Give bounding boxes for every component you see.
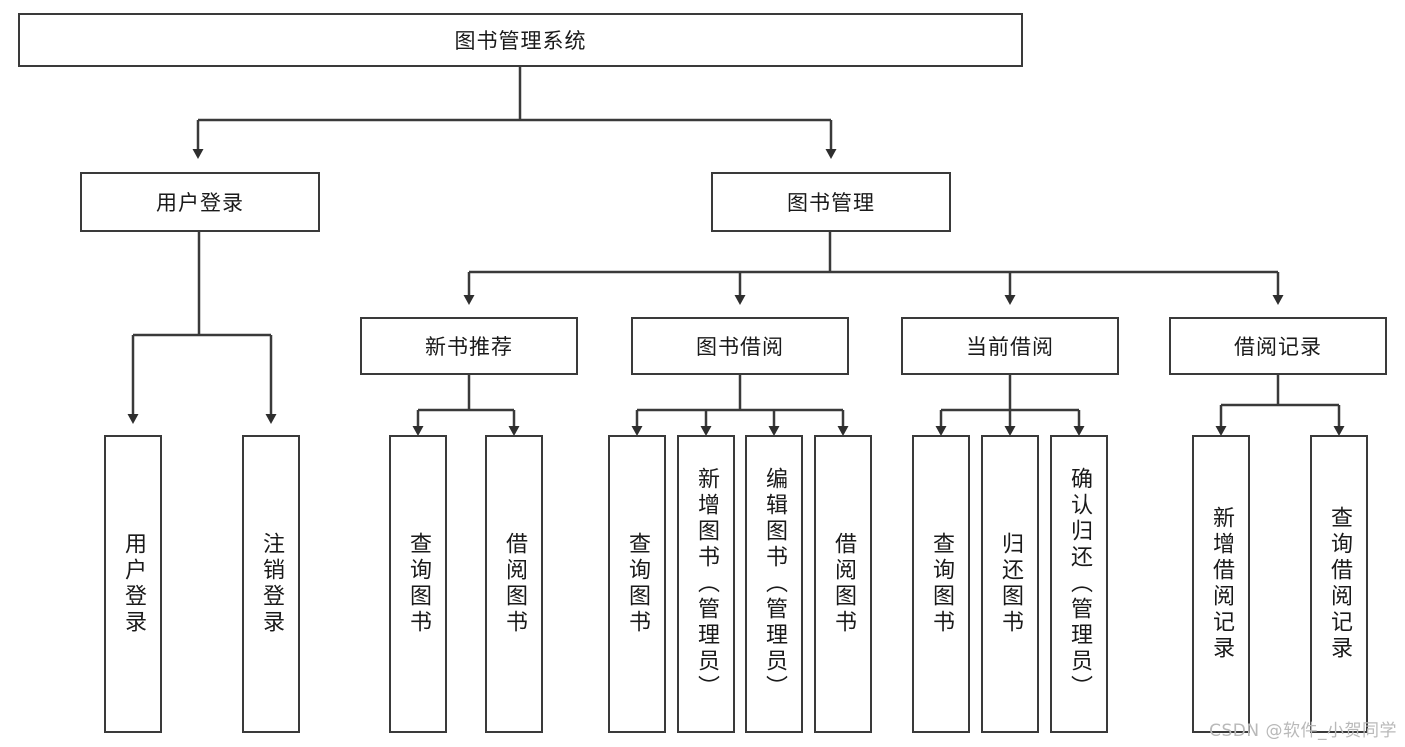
node-new-book-rec-label: 新书推荐	[425, 335, 513, 359]
node-leaf-add-book-label: 新增图书（管理员）	[694, 467, 719, 701]
node-current-borrow-label: 当前借阅	[966, 335, 1054, 359]
node-leaf-query-record-label: 查询借阅记录	[1327, 506, 1352, 662]
node-leaf-confirm-return[interactable]: 确认归还（管理员）	[1050, 435, 1108, 733]
node-root-label: 图书管理系统	[454, 29, 587, 53]
node-user-login-label: 用户登录	[156, 191, 244, 215]
node-book-mgmt[interactable]: 图书管理	[711, 172, 951, 232]
node-leaf-query-book-2-label: 查询图书	[625, 532, 650, 636]
node-leaf-logout-label: 注销登录	[259, 532, 284, 636]
node-new-book-rec[interactable]: 新书推荐	[360, 317, 578, 375]
node-leaf-edit-book[interactable]: 编辑图书（管理员）	[745, 435, 803, 733]
node-book-borrow[interactable]: 图书借阅	[631, 317, 849, 375]
node-borrow-record[interactable]: 借阅记录	[1169, 317, 1387, 375]
node-leaf-query-book-2[interactable]: 查询图书	[608, 435, 666, 733]
csdn-watermark: CSDN @软件_小贺同学	[1209, 721, 1397, 741]
node-leaf-logout[interactable]: 注销登录	[242, 435, 300, 733]
node-leaf-borrow-book-1-label: 借阅图书	[502, 532, 527, 636]
node-root[interactable]: 图书管理系统	[18, 13, 1023, 67]
node-leaf-borrow-book-1[interactable]: 借阅图书	[485, 435, 543, 733]
node-leaf-add-record[interactable]: 新增借阅记录	[1192, 435, 1250, 733]
node-leaf-query-record[interactable]: 查询借阅记录	[1310, 435, 1368, 733]
node-leaf-borrow-book-2-label: 借阅图书	[831, 532, 856, 636]
node-leaf-confirm-return-label: 确认归还（管理员）	[1067, 467, 1092, 701]
node-leaf-add-record-label: 新增借阅记录	[1209, 506, 1234, 662]
node-leaf-edit-book-label: 编辑图书（管理员）	[762, 467, 787, 701]
node-leaf-query-book-3-label: 查询图书	[929, 532, 954, 636]
node-borrow-record-label: 借阅记录	[1234, 335, 1322, 359]
node-leaf-return-book[interactable]: 归还图书	[981, 435, 1039, 733]
node-leaf-borrow-book-2[interactable]: 借阅图书	[814, 435, 872, 733]
node-leaf-query-book-3[interactable]: 查询图书	[912, 435, 970, 733]
node-book-borrow-label: 图书借阅	[696, 335, 784, 359]
node-leaf-query-book-1-label: 查询图书	[406, 532, 431, 636]
node-leaf-user-login[interactable]: 用户登录	[104, 435, 162, 733]
node-current-borrow[interactable]: 当前借阅	[901, 317, 1119, 375]
node-book-mgmt-label: 图书管理	[787, 191, 875, 215]
node-leaf-add-book[interactable]: 新增图书（管理员）	[677, 435, 735, 733]
node-leaf-query-book-1[interactable]: 查询图书	[389, 435, 447, 733]
node-leaf-user-login-label: 用户登录	[121, 532, 146, 636]
node-leaf-return-book-label: 归还图书	[998, 532, 1023, 636]
node-user-login[interactable]: 用户登录	[80, 172, 320, 232]
